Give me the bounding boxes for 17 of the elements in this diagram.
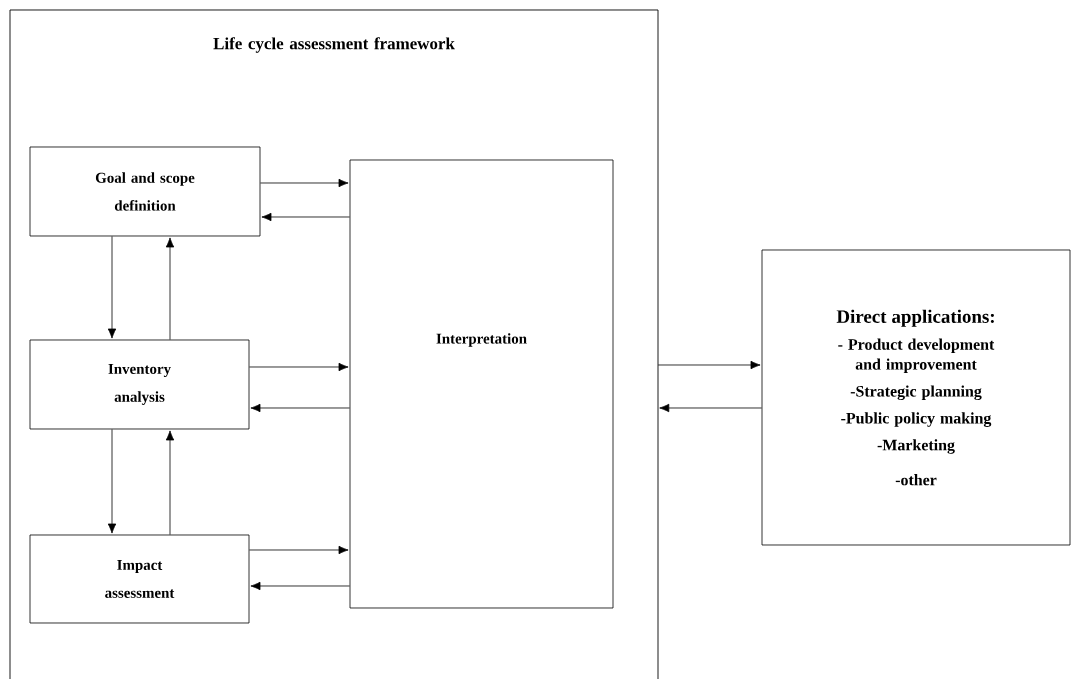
process-box: Interpretation bbox=[349, 159, 614, 609]
arrow bbox=[261, 212, 350, 222]
arrow bbox=[659, 403, 762, 413]
applications-box: Direct applications: - Product development and improvement -Strategic planning -Public policy making -Marketing -other bbox=[761, 249, 1071, 546]
arrow bbox=[260, 178, 349, 188]
process-box: Inventory analysis bbox=[29, 339, 250, 430]
arrow bbox=[165, 430, 175, 535]
arrow bbox=[165, 237, 175, 340]
arrow bbox=[107, 236, 117, 339]
arrow bbox=[107, 429, 117, 534]
arrow bbox=[249, 545, 349, 555]
process-box: Impact assessment bbox=[29, 534, 250, 624]
arrow bbox=[249, 362, 349, 372]
process-box: Goal and scope definition bbox=[29, 146, 261, 237]
arrow bbox=[250, 581, 350, 591]
arrow bbox=[657, 360, 761, 370]
arrow bbox=[250, 403, 350, 413]
